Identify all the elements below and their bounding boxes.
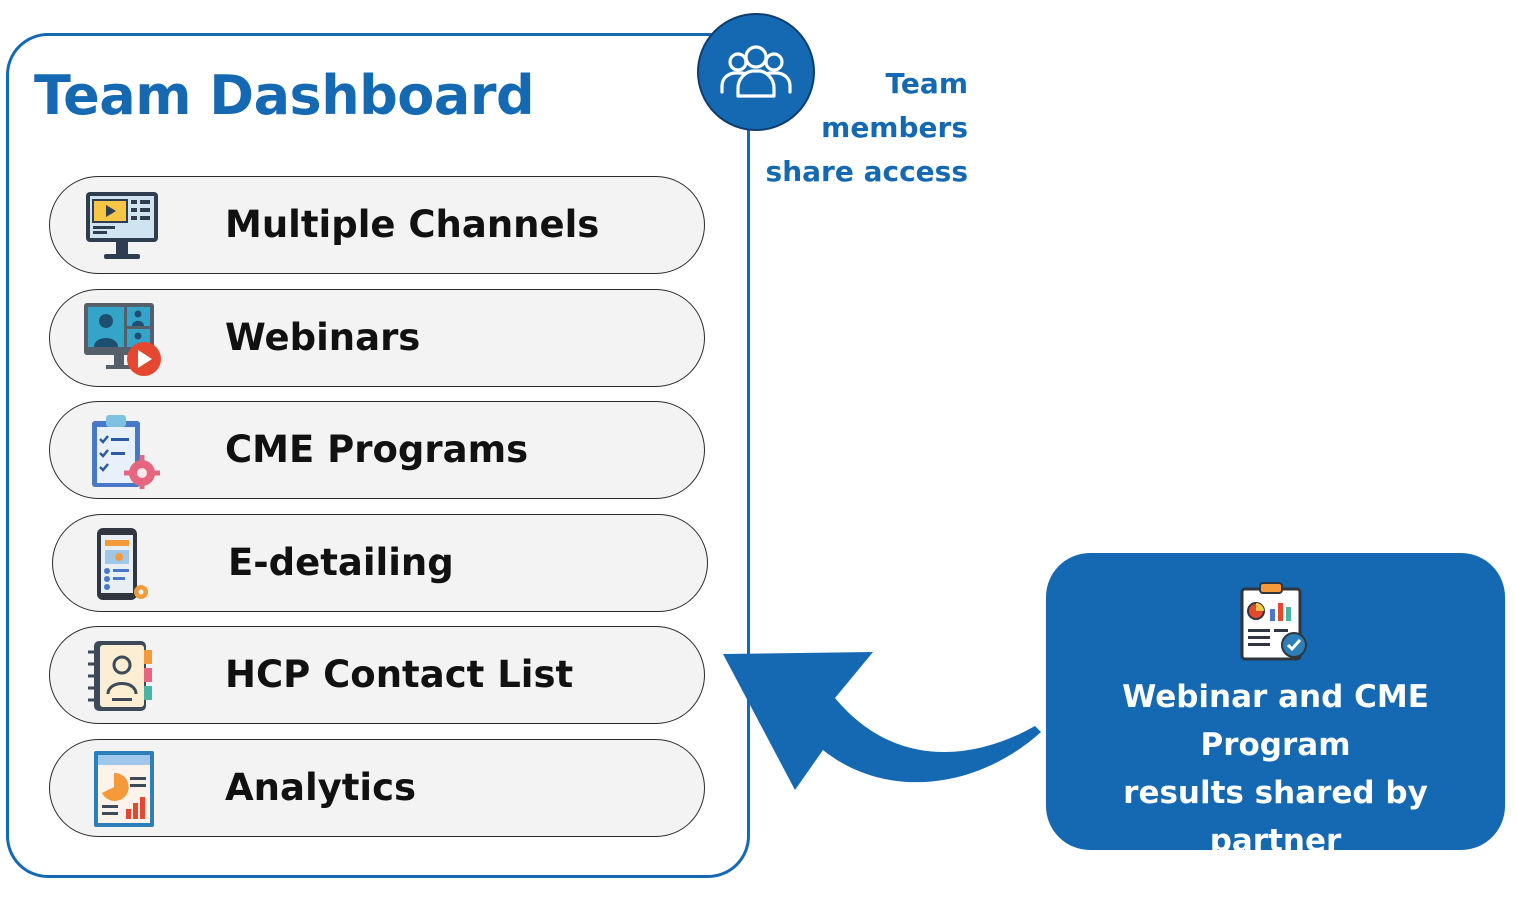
menu-item-cme-programs[interactable]: CME Programs [49,401,705,499]
partner-results-line-2: results shared by partner [1123,775,1428,859]
clipboard-checklist-icon [92,415,160,489]
team-people-icon [697,13,815,131]
contact-book-icon [88,641,152,711]
menu-item-label: E-detailing [228,541,454,584]
partner-results-text: Webinar and CME Program results shared b… [1052,673,1499,913]
menu-item-label: CME Programs [225,428,529,471]
smartphone-content-icon [97,528,148,600]
analytics-report-icon [94,751,154,827]
partner-results-box: Webinar and CME Program results shared b… [1046,553,1505,907]
team-access-line-3: share access [765,155,968,188]
webinar-video-icon [84,303,161,376]
monitor-channels-icon [86,192,158,259]
report-check-icon [1240,582,1307,661]
menu-item-webinars[interactable]: Webinars [49,289,705,387]
menu-item-label: HCP Contact List [225,653,574,696]
dashboard-title: Team Dashboard [34,64,535,127]
team-access-line-1: Team [885,67,968,100]
menu-item-hcp-contact-list[interactable]: HCP Contact List [49,626,705,724]
menu-item-label: Multiple Channels [225,203,600,246]
menu-item-analytics[interactable]: Analytics [49,739,705,837]
menu-item-e-detailing[interactable]: E-detailing [52,514,708,612]
partner-results-line-3: HCOs [1228,871,1323,907]
curved-arrow [723,652,1041,790]
menu-item-label: Analytics [225,766,417,809]
team-access-line-2: members [821,111,968,144]
partner-results-line-1: Webinar and CME Program [1122,679,1429,763]
menu-item-multiple-channels[interactable]: Multiple Channels [49,176,705,274]
team-access-caption: Team members share access [760,62,968,194]
menu-item-label: Webinars [225,316,421,359]
